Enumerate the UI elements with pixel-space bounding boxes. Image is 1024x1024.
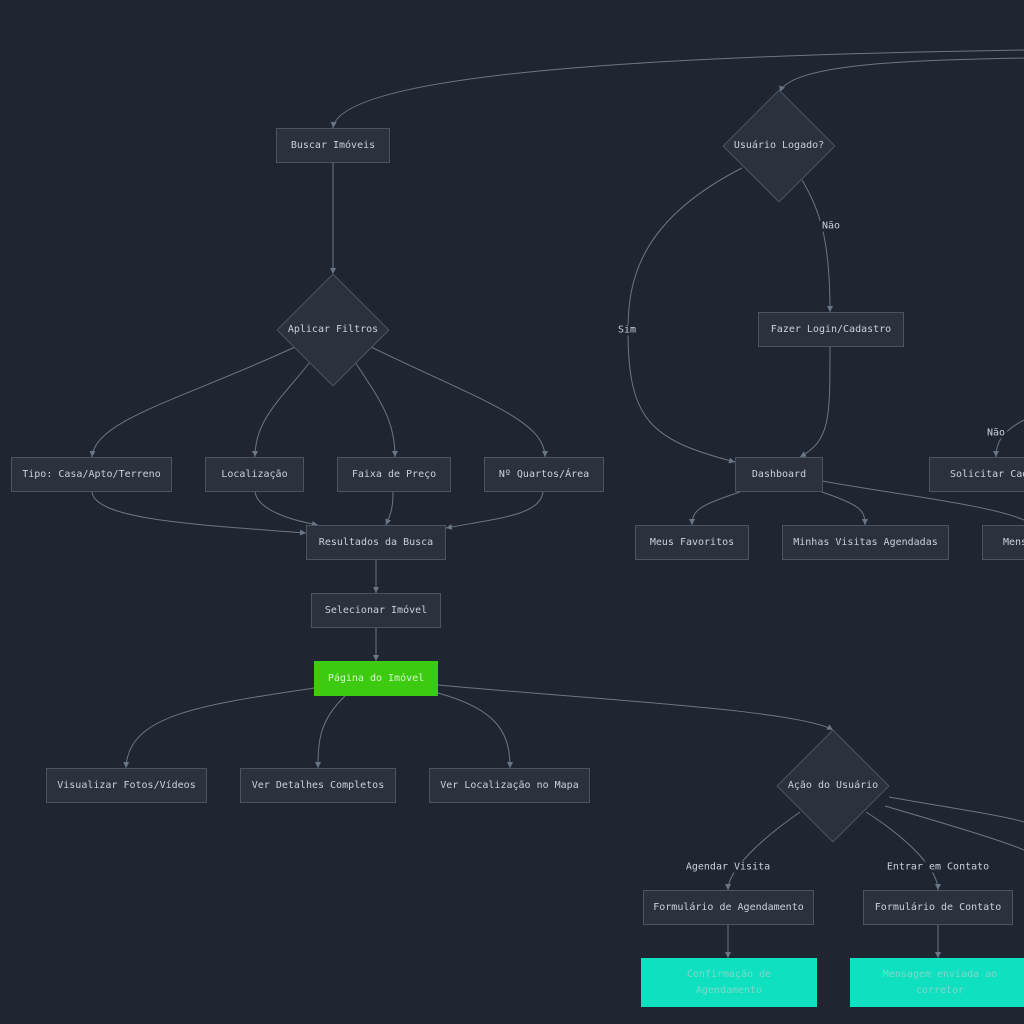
node-confirmacao-agendamento: Confirmação de Agendamento xyxy=(641,958,817,1007)
edge-dashboard-visitas xyxy=(821,491,868,526)
node-ver-detalhes: Ver Detalhes Completos xyxy=(240,768,396,803)
node-buscar-imoveis: Buscar Imóveis xyxy=(276,128,390,163)
decision-label: Ação do Usuário xyxy=(787,780,879,791)
node-quartos-area: Nº Quartos/Área xyxy=(484,457,604,492)
edge-filtros-localizacao xyxy=(252,361,311,458)
node-ver-mapa: Ver Localização no Mapa xyxy=(429,768,590,803)
edge-pagina-fotos xyxy=(123,687,315,769)
edge-localizacao-resultados xyxy=(254,491,319,527)
node-form-agendamento: Formulário de Agendamento xyxy=(643,890,814,925)
node-pagina-imovel: Página do Imóvel xyxy=(314,661,438,696)
node-tipo: Tipo: Casa/Apto/Terreno xyxy=(11,457,172,492)
edge-acao-contato xyxy=(865,811,941,891)
node-dashboard: Dashboard xyxy=(735,457,823,492)
decision-label: Usuário Logado? xyxy=(733,140,825,151)
edge-pagina-acao xyxy=(437,684,834,731)
edge-tipo-resultados xyxy=(91,491,307,536)
decision-label: Aplicar Filtros xyxy=(287,324,379,335)
node-meus-favoritos: Meus Favoritos xyxy=(635,525,749,560)
edge-top-to-buscar xyxy=(330,49,1024,129)
edge-dashboard-favoritos xyxy=(689,491,741,526)
edge-acao-right-2 xyxy=(884,805,1024,851)
edge-pagina-mapa xyxy=(437,692,513,769)
node-faixa-preco: Faixa de Preço xyxy=(337,457,451,492)
edge-acao-right-1 xyxy=(888,796,1024,823)
edge-label-sim: Sim xyxy=(615,324,639,336)
edge-filtros-quartos xyxy=(370,346,548,458)
node-solicitar-cadastro: Solicitar Cadas xyxy=(929,457,1024,492)
decision-aplicar-filtros: Aplicar Filtros xyxy=(276,273,390,387)
edge-nao-solicitar xyxy=(993,419,1024,458)
node-mensagens: Mens xyxy=(982,525,1024,560)
node-form-contato: Formulário de Contato xyxy=(863,890,1013,925)
edge-pagina-detalhes xyxy=(315,695,346,769)
node-selecionar-imovel: Selecionar Imóvel xyxy=(311,593,441,628)
edge-label-nao-login: Não xyxy=(819,220,843,232)
node-localizacao: Localização xyxy=(205,457,304,492)
decision-usuario-logado: Usuário Logado? xyxy=(722,89,836,203)
node-fazer-login: Fazer Login/Cadastro xyxy=(758,312,904,347)
node-visualizar-fotos: Visualizar Fotos/Vídeos xyxy=(46,768,207,803)
edge-label-agendar-visita: Agendar Visita xyxy=(683,861,773,873)
edge-top-to-usuario-logado xyxy=(779,57,1024,93)
edge-dashboard-mensagens xyxy=(821,480,1024,521)
edge-logado-sim xyxy=(627,167,743,464)
node-mensagem-enviada: Mensagem enviada ao corretor xyxy=(850,958,1024,1007)
node-minhas-visitas: Minhas Visitas Agendadas xyxy=(782,525,949,560)
edge-login-dashboard xyxy=(799,346,831,458)
edge-filtros-faixa xyxy=(354,361,398,458)
node-resultados-busca: Resultados da Busca xyxy=(306,525,446,560)
edge-filtros-tipo xyxy=(89,346,296,458)
edge-label-nao-cadastro: Não xyxy=(984,427,1008,439)
edge-faixa-resultados xyxy=(385,491,394,526)
edge-quartos-resultados xyxy=(445,491,544,530)
edge-acao-agendar xyxy=(725,811,801,891)
edge-label-entrar-contato: Entrar em Contato xyxy=(884,861,992,873)
decision-acao-usuario: Ação do Usuário xyxy=(776,729,890,843)
